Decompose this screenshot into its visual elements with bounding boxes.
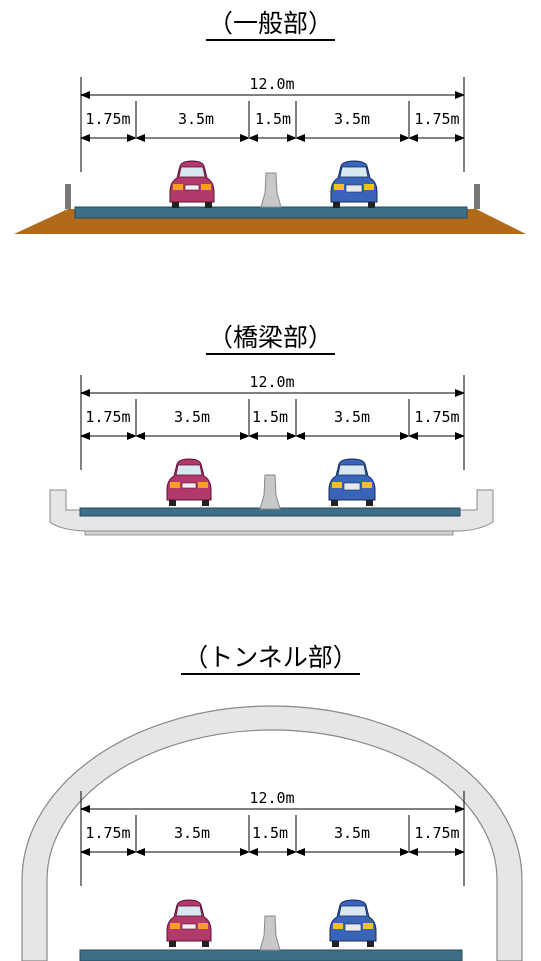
lane-width-lane-left: 3.5m: [174, 824, 210, 842]
road-bridge: [49, 458, 494, 536]
lane-width-median: 1.5m: [255, 110, 291, 128]
lane-width-shoulder-right: 1.75m: [414, 110, 459, 128]
lane-width-shoulder-right: 1.75m: [414, 408, 459, 426]
total-width-general: 12.0m: [249, 75, 294, 93]
road-surface: [79, 949, 463, 961]
guard-post-right: [474, 184, 480, 209]
lane-width-lane-left: 3.5m: [174, 408, 210, 426]
lane-width-lane-right: 3.5m: [334, 110, 370, 128]
median-barrier: [259, 474, 281, 510]
lane-width-lane-right: 3.5m: [334, 408, 370, 426]
road-tunnel: [79, 899, 463, 961]
section-title-bridge: （橋梁部）: [0, 318, 541, 355]
lane-width-shoulder-left: 1.75m: [85, 110, 130, 128]
lane-width-median: 1.5m: [252, 408, 288, 426]
guard-post-left: [65, 184, 71, 209]
section-title-tunnel: （トンネル部）: [0, 638, 541, 675]
road-general: [14, 160, 526, 234]
lane-width-shoulder-left: 1.75m: [85, 408, 130, 426]
lane-width-median: 1.5m: [252, 824, 288, 842]
lane-width-lane-left: 3.5m: [178, 110, 214, 128]
car-right: [328, 458, 376, 507]
car-right: [330, 160, 378, 209]
section-title-general: （一般部）: [0, 4, 541, 41]
lane-width-shoulder-left: 1.75m: [85, 824, 130, 842]
car-left: [169, 160, 215, 209]
total-width-tunnel: 12.0m: [249, 789, 294, 807]
bridge-girder: [84, 530, 454, 536]
tunnel-lining: [21, 705, 523, 961]
total-width-bridge: 12.0m: [249, 373, 294, 391]
car-left: [166, 899, 212, 948]
median-barrier: [260, 172, 282, 208]
car-right: [329, 899, 377, 948]
lane-width-shoulder-right: 1.75m: [414, 824, 459, 842]
road-surface: [74, 206, 468, 219]
median-barrier: [259, 915, 281, 951]
lane-width-lane-right: 3.5m: [334, 824, 370, 842]
car-left: [166, 458, 212, 507]
